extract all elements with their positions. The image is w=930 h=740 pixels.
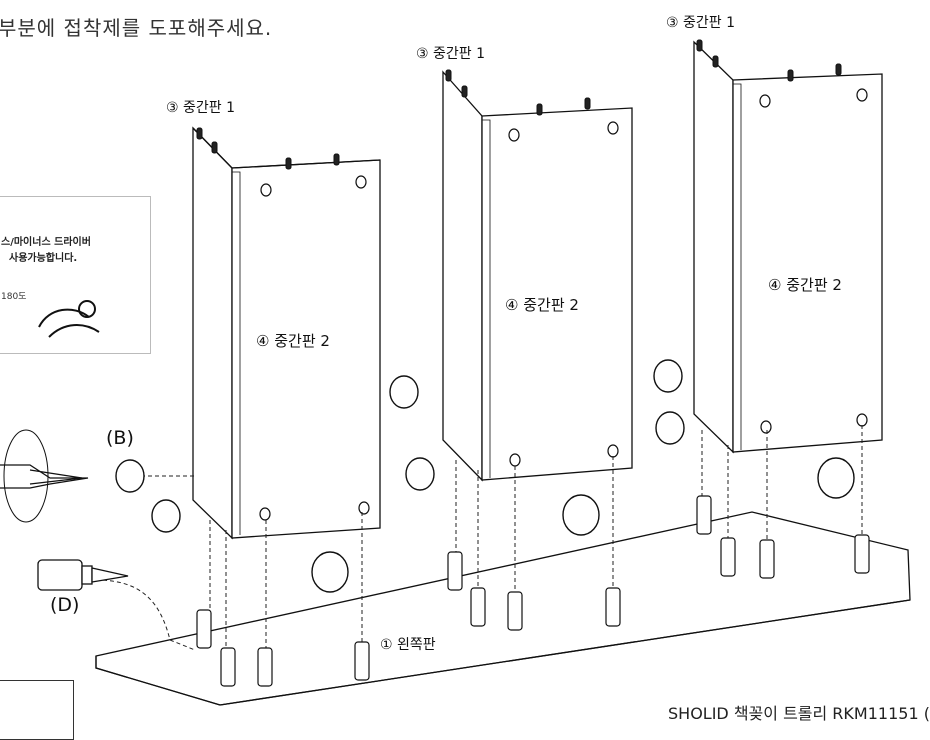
label-middle-panel-2-left: ④ 중간판 2 bbox=[256, 332, 330, 350]
tip-line-3: 180도 bbox=[1, 292, 27, 302]
right-panel-front bbox=[732, 73, 883, 453]
middle-panel-side bbox=[442, 70, 483, 482]
part-b-label: (B) bbox=[106, 427, 134, 449]
label-left-panel: ① 왼쪽판 bbox=[380, 637, 436, 653]
part-d-label: (D) bbox=[50, 594, 80, 616]
tip-box: 스/마이너스 드라이버 사용가능합니다. 180도 bbox=[0, 196, 151, 354]
assembly-drawing bbox=[0, 39, 911, 706]
tip-line-1: 스/마이너스 드라이버 bbox=[1, 237, 91, 248]
middle-panel-front bbox=[481, 107, 633, 481]
instruction-text: 부분에 접착제를 도포해주세요. bbox=[0, 16, 273, 40]
tip-line-2: 사용가능합니다. bbox=[9, 253, 78, 264]
label-middle-panel-1-left: ③ 중간판 1 bbox=[166, 100, 235, 116]
right-panel-side bbox=[693, 40, 734, 454]
label-middle-panel-2-center: ④ 중간판 2 bbox=[505, 296, 579, 314]
label-middle-panel-1-center: ③ 중간판 1 bbox=[416, 46, 485, 62]
base-panel bbox=[95, 511, 911, 706]
footer-product-name: SHOLID 책꽂이 트롤리 RKM11151 ( bbox=[668, 704, 930, 723]
corner-box bbox=[0, 680, 74, 740]
rotation-hand-icon bbox=[38, 300, 100, 338]
label-middle-panel-2-right: ④ 중간판 2 bbox=[768, 276, 842, 294]
left-panel-side bbox=[192, 126, 233, 540]
label-middle-panel-1-right: ③ 중간판 1 bbox=[666, 15, 735, 31]
